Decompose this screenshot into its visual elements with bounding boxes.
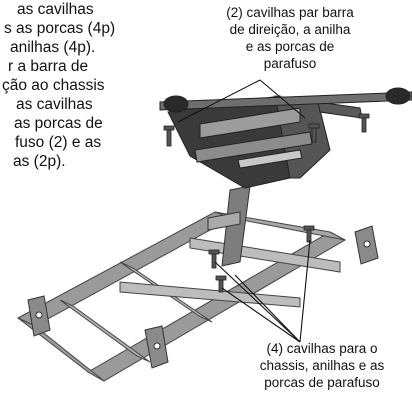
instruction-line: s as porcas (4p) xyxy=(4,20,116,37)
steering-frame xyxy=(167,95,363,189)
callout-line: (2) cavilhas par barra xyxy=(226,5,354,20)
instruction-line: fuso (2) e as xyxy=(15,134,102,151)
instruction-line: anilhas (4p). xyxy=(10,39,96,56)
callout-line: de direição, a anilha xyxy=(229,22,351,37)
leader-lines xyxy=(177,79,311,343)
callout-line: porcas de parafuso xyxy=(264,375,380,390)
steering-post xyxy=(207,185,251,267)
callout-line: parafuso xyxy=(263,56,317,71)
instruction-line: ção ao chassis xyxy=(2,77,105,94)
bolts xyxy=(163,113,370,293)
instruction-line: as (2p). xyxy=(13,153,66,170)
instruction-line: as cavilhas xyxy=(17,1,94,18)
steering-bar xyxy=(159,87,412,113)
chassis-frame xyxy=(16,211,347,382)
callout-line: (4) cavilhas para o xyxy=(266,341,378,356)
callout-chassis-bolts: (4) cavilhas para o chassis, anilhas e a… xyxy=(232,340,412,391)
instruction-line: r a barra de xyxy=(8,58,89,75)
end-brackets xyxy=(27,225,379,369)
callout-steering-bar-bolts: (2) cavilhas par barra de direição, a an… xyxy=(205,4,375,72)
instruction-line: as porcas de xyxy=(14,115,103,132)
instruction-line: as cavilhas xyxy=(16,96,93,113)
instruction-text: as cavilhas s as porcas (4p) anilhas (4p… xyxy=(0,0,160,171)
callout-line: chassis, anilhas e as xyxy=(259,358,385,373)
callout-line: e as porcas de xyxy=(245,39,335,54)
